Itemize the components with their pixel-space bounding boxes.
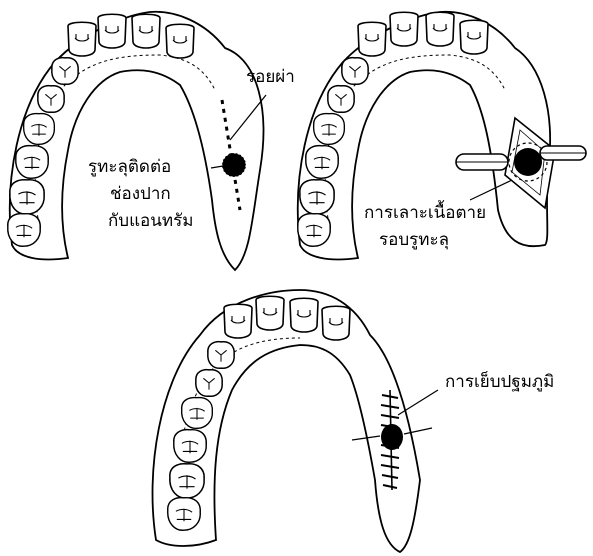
tooth-premolar [38, 86, 64, 113]
fistula-label-line1: รูทะลุติดต่อ [88, 157, 171, 178]
tooth-incisor [290, 298, 318, 332]
tooth-molar [306, 146, 339, 179]
tooth-incisor [358, 22, 386, 56]
tooth-incisor [256, 296, 284, 330]
fistula-label-line2: ช่องปาก [110, 184, 171, 205]
tooth-incisor [132, 14, 160, 48]
tooth-incisor [68, 22, 96, 56]
tooth-incisor [460, 20, 488, 54]
tooth-premolar [196, 370, 222, 397]
tooth-incisor [224, 304, 252, 338]
tooth-premolar [342, 58, 368, 85]
tooth-molar [16, 146, 49, 179]
tooth-molar [10, 180, 44, 214]
tooth-incisor [426, 12, 454, 46]
tooth-molar [24, 114, 55, 145]
tooth-premolar [52, 58, 78, 85]
tooth-molar [314, 114, 345, 145]
closure-label: การเย็บปฐมภูมิ [445, 372, 554, 393]
tooth-molar [174, 430, 207, 463]
tooth-molar [182, 398, 213, 429]
tooth-molar [298, 214, 331, 247]
fistula-label-line3: กับแอนทรัม [108, 211, 193, 232]
tooth-premolar [328, 86, 354, 113]
retractor-right [540, 146, 586, 160]
excision-label-line1: การเลาะเนื้อตาย [364, 203, 486, 224]
tooth-incisor [166, 24, 194, 58]
tooth-incisor [322, 306, 350, 340]
tooth-molar [168, 498, 201, 531]
retractor-left [456, 154, 508, 170]
tooth-molar [8, 214, 41, 247]
tooth-incisor [390, 12, 418, 46]
excision-label-line2: รอบรูทะลุ [379, 230, 449, 251]
closure-pointer [398, 390, 438, 415]
tooth-molar [300, 180, 334, 214]
tooth-molar [170, 464, 204, 498]
tooth-incisor [98, 14, 126, 48]
tooth-premolar [208, 342, 234, 369]
panel-3-closure [153, 290, 438, 552]
incision-label: รอยผ่า [246, 67, 295, 88]
